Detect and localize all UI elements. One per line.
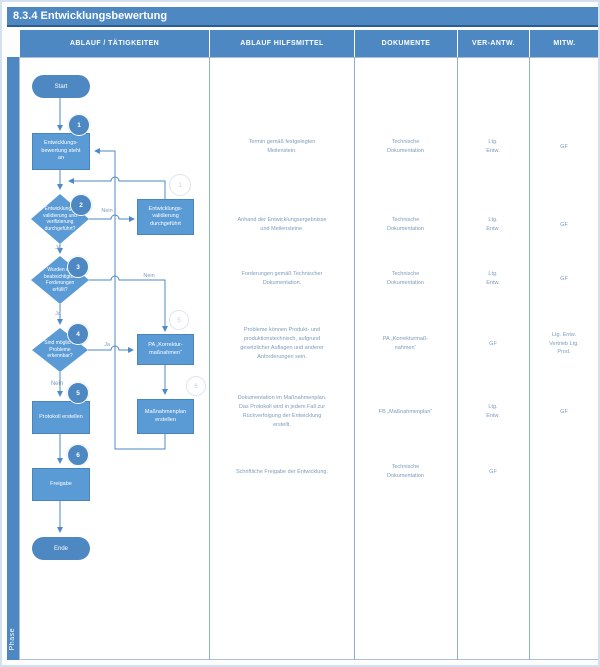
dokumente-cell: Technische Dokumentation	[387, 271, 424, 286]
column-divider	[354, 57, 355, 660]
flow-end-terminator: Ende	[32, 537, 90, 560]
step-badge-6-faded: 6	[186, 376, 206, 396]
table-row: Schriftliche Freigabe der Entwicklung. T…	[210, 452, 598, 492]
edge-label-ja: Ja	[104, 342, 110, 348]
column-header-dokumente: DOKUMENTE	[354, 30, 457, 57]
verantw-cell: GF	[489, 468, 497, 475]
step-badge-1: 1	[68, 114, 90, 136]
table-row: Forderungen gemäß Technischer Dokumentat…	[210, 258, 598, 300]
mitw-cell: GF	[560, 221, 568, 228]
dokumente-cell: Technische Dokumentation	[387, 139, 424, 154]
column-divider	[209, 57, 210, 660]
column-header-verantw: VER-ANTW.	[457, 30, 529, 57]
flow-step1-box: Entwicklungs- bewertung steht an	[32, 133, 90, 170]
flow-freigabe-box: Freigabe	[32, 468, 90, 501]
dokumente-cell: PA „Korrekturmaß- nahmen“	[382, 336, 429, 351]
mitw-cell: Ltg. Entw. Vertrieb Ltg. Prod.	[549, 331, 579, 356]
edge-label-ja: Ja	[55, 245, 61, 251]
page-title: 8.3.4 Entwicklungsbewertung	[7, 7, 598, 27]
hilfsmittel-cell: Probleme können Produkt- und produktions…	[240, 327, 324, 360]
step-badge-4: 4	[67, 323, 89, 345]
phase-strip: Phase	[7, 57, 19, 660]
table-row: Dokumentation im Maßnahmenplan. Das Prot…	[210, 388, 598, 436]
table-row: Anhand der Entwicklungsergebnisse und Me…	[210, 204, 598, 246]
dokumente-cell: Technische Dokumentation	[387, 464, 424, 479]
flow-massnahmenplan-box: Maßnahmenplan erstellen	[137, 399, 194, 434]
mitw-cell: GF	[560, 408, 568, 415]
verantw-cell: Ltg. Entw.	[486, 217, 500, 232]
dokumente-cell: FB „Maßnahmenplan“	[378, 408, 433, 415]
hilfsmittel-cell: Dokumentation im Maßnahmenplan. Das Prot…	[237, 395, 327, 428]
table-row: Termin gemäß festgelegten Meilenstein. T…	[210, 126, 598, 168]
flow-pa-korrektur-box: PA „Korrektur- maßnahmen“	[137, 334, 194, 365]
step-badge-5-faded: 5	[169, 310, 189, 330]
column-divider	[529, 57, 530, 660]
flow-protokoll-box: Protokoll erstellen	[32, 401, 90, 434]
flow-start-terminator: Start	[32, 75, 90, 98]
verantw-cell: GF	[489, 340, 497, 347]
hilfsmittel-cell: Termin gemäß festgelegten Meilenstein.	[248, 139, 316, 154]
verantw-cell: Ltg. Entw.	[486, 271, 500, 286]
verantw-cell: Ltg. Entw.	[486, 404, 500, 419]
edge-label-nein: Nein	[101, 208, 113, 214]
mitw-cell: GF	[560, 143, 568, 150]
edge-label-nein: Nein	[50, 381, 64, 387]
verantw-cell: Ltg. Entw.	[486, 139, 500, 154]
flow-validierung-box: Entwicklungs- validierung durchgeführt	[137, 199, 194, 235]
step-badge-5: 5	[67, 382, 89, 404]
step-badge-1-faded: 1	[169, 174, 191, 196]
hilfsmittel-cell: Schriftliche Freigabe der Entwicklung.	[235, 468, 328, 475]
step-badge-2: 2	[70, 194, 92, 216]
hilfsmittel-cell: Anhand der Entwicklungsergebnisse und Me…	[237, 217, 327, 232]
step-badge-3: 3	[67, 256, 89, 278]
edge-label-ja: Ja	[55, 311, 61, 317]
mitw-cell: GF	[560, 275, 568, 282]
phase-label: Phase	[9, 627, 16, 650]
table-row: Probleme können Produkt- und produktions…	[210, 320, 598, 368]
hilfsmittel-cell: Forderungen gemäß Technischer Dokumentat…	[241, 271, 323, 286]
dokumente-cell: Technische Dokumentation	[387, 217, 424, 232]
column-header-mitw: MITW.	[529, 30, 598, 57]
mitw-cell	[529, 452, 598, 492]
column-header-ablauf-hilfsmittel: ABLAUF HILFSMITTEL	[209, 30, 354, 57]
column-header-ablauf-taetigkeiten: ABLAUF / TÄTIGKEITEN	[20, 30, 209, 57]
step-badge-6: 6	[67, 444, 89, 466]
column-divider	[457, 57, 458, 660]
edge-label-nein: Nein	[143, 273, 155, 279]
